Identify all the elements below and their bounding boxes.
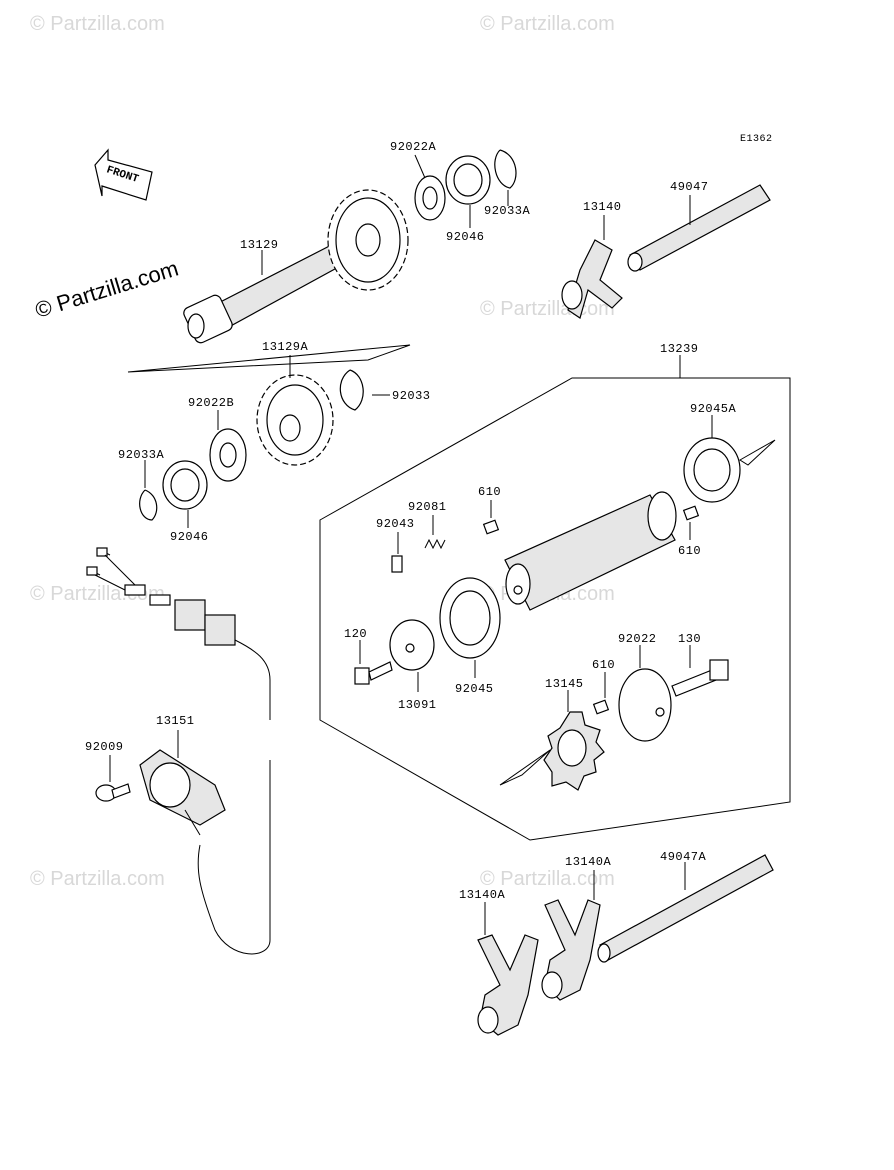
label-49047A: 49047A [660, 850, 707, 864]
watermark-6: © Partzilla.com [30, 868, 165, 890]
copyright-text: © Partzilla.com [32, 256, 181, 323]
circlip-92033A-left [139, 489, 158, 521]
circlip-92033 [339, 369, 364, 411]
needle-bearing-92046-left [162, 460, 208, 510]
bolt-130 [671, 659, 729, 697]
label-92081: 92081 [408, 500, 447, 514]
label-92046-left: 92046 [170, 530, 209, 544]
shift-star-13145 [543, 711, 605, 791]
front-arrow-icon: FRONT [94, 148, 153, 201]
label-130: 130 [678, 632, 701, 646]
label-13239: 13239 [660, 342, 699, 356]
label-610-a: 610 [478, 485, 501, 499]
ball-bearing-92045 [439, 577, 501, 659]
pin-610-c [592, 699, 610, 715]
label-92022A: 92022A [390, 140, 437, 154]
pin-610-b [682, 505, 700, 521]
switch-holder-13151 [139, 749, 226, 836]
watermark-7: © Partzilla.com [480, 868, 615, 890]
diagram-code: E1362 [740, 134, 773, 145]
circlip-92033A-top [494, 149, 517, 189]
fork-rod-49047 [627, 184, 771, 272]
pin-92043 [391, 555, 403, 573]
label-13091: 13091 [398, 698, 437, 712]
label-92033A-left: 92033A [118, 448, 165, 462]
label-13145: 13145 [545, 677, 584, 691]
label-92045A: 92045A [690, 402, 737, 416]
label-92033A-top: 92033A [484, 204, 531, 218]
pin-610-a [482, 519, 500, 535]
label-13129: 13129 [240, 238, 279, 252]
watermark-3: © Partzilla.com [480, 298, 615, 320]
label-49047: 49047 [670, 180, 709, 194]
watermarks: © Partzilla.com © Partzilla.com © Partzi… [30, 13, 615, 890]
label-92022B: 92022B [188, 396, 234, 410]
label-92033: 92033 [392, 389, 431, 403]
label-610-c: 610 [592, 658, 615, 672]
spring-92081 [424, 538, 446, 550]
bolt-120 [354, 661, 393, 685]
label-92045: 92045 [455, 682, 494, 696]
shift-fork-13140A-left [477, 934, 539, 1036]
label-610-b: 610 [678, 544, 701, 558]
label-13129A: 13129A [262, 340, 309, 354]
shift-fork-13140 [561, 239, 623, 319]
label-92022: 92022 [618, 632, 657, 646]
washer-92022 [618, 668, 672, 742]
label-13140A-right: 13140A [565, 855, 612, 869]
label-92009: 92009 [85, 740, 124, 754]
ball-bearing-92045A [683, 437, 741, 503]
watermark-1: © Partzilla.com [30, 13, 165, 35]
neutral-switch-wiring [86, 547, 271, 955]
shift-shaft-13129 [127, 189, 411, 373]
label-13140A-left: 13140A [459, 888, 506, 902]
fork-rod-49047A [597, 854, 774, 963]
label-13140: 13140 [583, 200, 622, 214]
label-92046-top: 92046 [446, 230, 485, 244]
watermark-2: © Partzilla.com [480, 13, 615, 35]
label-120: 120 [344, 627, 367, 641]
needle-bearing-92046-top [445, 155, 491, 205]
gear-13129A [256, 374, 334, 466]
shift-fork-13140A-right [541, 899, 601, 1001]
shift-drum [504, 491, 677, 611]
screw-92009 [95, 783, 131, 802]
label-13151: 13151 [156, 714, 195, 728]
drum-plate-13091 [389, 619, 435, 671]
label-92043: 92043 [376, 517, 415, 531]
drum-assembly-outline [319, 377, 791, 841]
